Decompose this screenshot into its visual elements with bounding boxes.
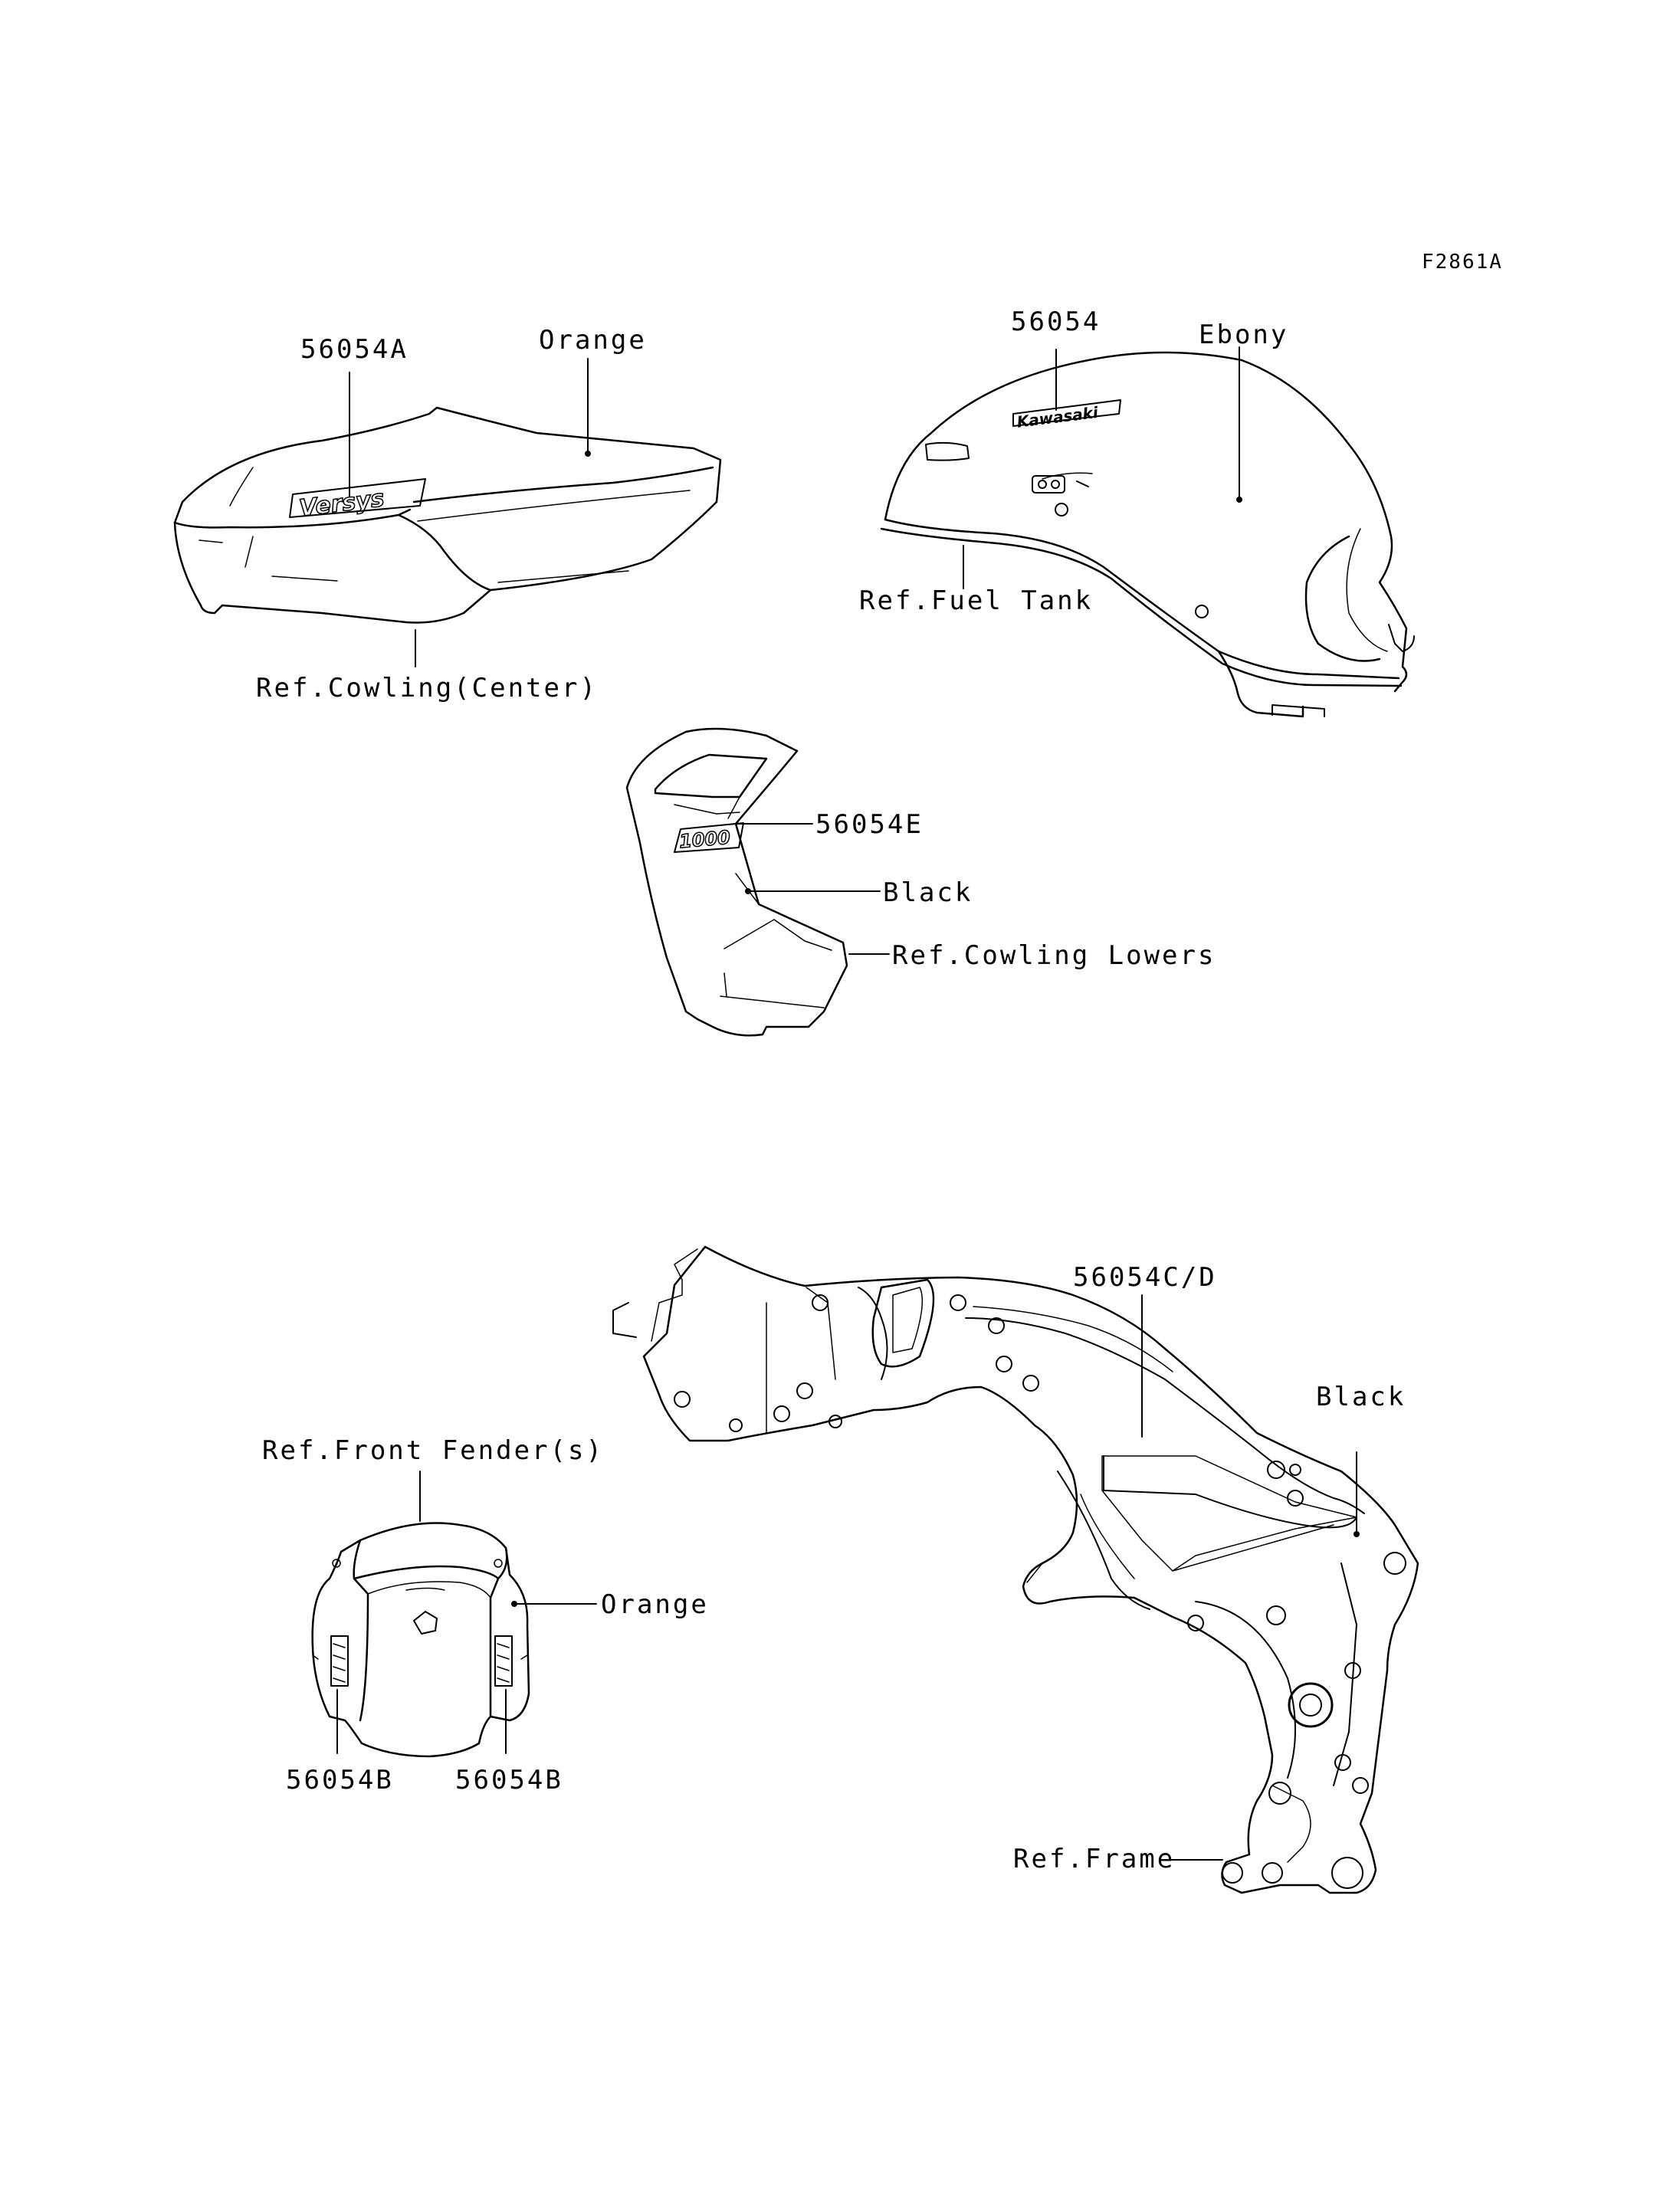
leader-lines	[336, 346, 1357, 1861]
frame-color-label: Black	[1316, 1382, 1406, 1412]
fuel-tank-part-number: 56054	[1011, 307, 1101, 337]
front-fender-drawing	[311, 1522, 530, 1758]
cowling-center-drawing	[173, 406, 722, 624]
cowling-lowers-color-label: Black	[883, 877, 973, 908]
front-fender-ref-label: Ref.Front Fender(s)	[262, 1435, 604, 1466]
kawasaki-logo: Kawasaki	[1016, 403, 1100, 431]
frame-ref-label: Ref.Frame	[1013, 1844, 1176, 1874]
cowling-center-part-number: 56054A	[300, 334, 409, 365]
fuel-tank-color-label: Ebony	[1199, 320, 1289, 350]
displacement-1000-logo: 1000	[678, 827, 731, 853]
cowling-center-ref-label: Ref.Cowling(Center)	[256, 673, 598, 703]
cowling-center-color-label: Orange	[539, 325, 647, 356]
fuel-tank-drawing	[880, 351, 1415, 718]
front-fender-part-number-right: 56054B	[455, 1765, 563, 1795]
cowling-lowers-part-number: 56054E	[815, 809, 924, 840]
figure-code: F2861A	[1422, 251, 1503, 274]
frame-part-number: 56054C/D	[1073, 1262, 1217, 1293]
front-fender-color-label: Orange	[601, 1589, 709, 1620]
cowling-lowers-ref-label: Ref.Cowling Lowers	[892, 940, 1216, 971]
fuel-tank-ref-label: Ref.Fuel Tank	[859, 585, 1094, 616]
cowling-lowers-drawing	[625, 727, 848, 1037]
frame-drawing	[612, 1245, 1419, 1894]
versys-logo: Versys	[297, 485, 386, 522]
front-fender-part-number-left: 56054B	[286, 1765, 394, 1795]
leader-dots	[511, 451, 1360, 1607]
